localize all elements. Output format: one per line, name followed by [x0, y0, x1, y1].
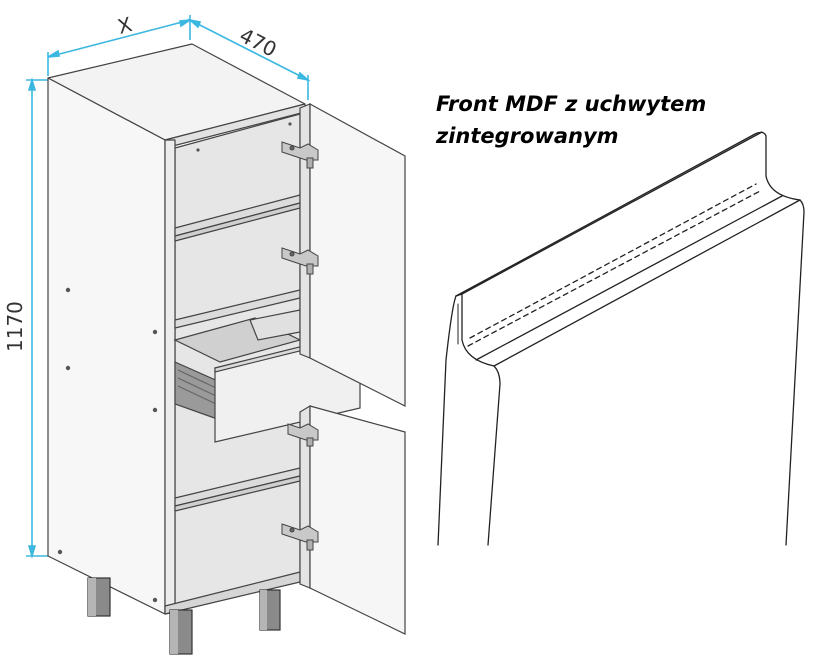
width-label: X: [115, 12, 135, 39]
caption-line-1: Front MDF z uchwytem: [436, 92, 707, 116]
depth-arrow-left: [187, 18, 202, 29]
upper-door-edge: [299, 103, 311, 359]
cabinet-front-edge: [164, 139, 176, 615]
height-label: 1170: [3, 301, 27, 352]
lower-door-panel: [309, 405, 406, 635]
hinges: [281, 141, 319, 551]
hinge-icon: [281, 141, 319, 169]
profile-hidden-line-2: [467, 189, 763, 347]
profile-groove-back: [475, 195, 783, 361]
shelf-pins: [57, 122, 292, 603]
width-dimension-line: [47, 19, 191, 58]
caption-line-2: zintegrowanym: [436, 124, 619, 148]
profile-hidden-line-1: [469, 183, 757, 339]
caption: Front MDF z uchwytem zintegrowanym: [436, 88, 816, 152]
profile-groove-left: [461, 293, 495, 367]
profile-right-edge: [785, 199, 805, 546]
depth-arrow-right: [296, 71, 311, 82]
cabinet-left-side: [47, 77, 166, 615]
width-arrow-right: [179, 19, 191, 28]
legs: [87, 577, 281, 655]
depth-label: 470: [236, 23, 281, 62]
dimension-lines: [26, 15, 311, 559]
depth-dimension-line: [189, 19, 309, 81]
width-arrow-left: [47, 49, 60, 58]
hinge-icon: [281, 247, 319, 275]
upper-door-panel: [309, 102, 406, 407]
profile-inner-edge: [487, 365, 501, 546]
height-arrow-top: [27, 77, 37, 91]
profile-groove-bottom: [493, 199, 801, 367]
height-arrow-bottom: [27, 545, 37, 559]
profile-left-edge: [437, 295, 457, 546]
profile-groove-right: [765, 175, 801, 201]
hinge-icon: [287, 423, 319, 447]
mdf-front-profile: [437, 131, 805, 546]
hinge-icon: [281, 523, 319, 551]
